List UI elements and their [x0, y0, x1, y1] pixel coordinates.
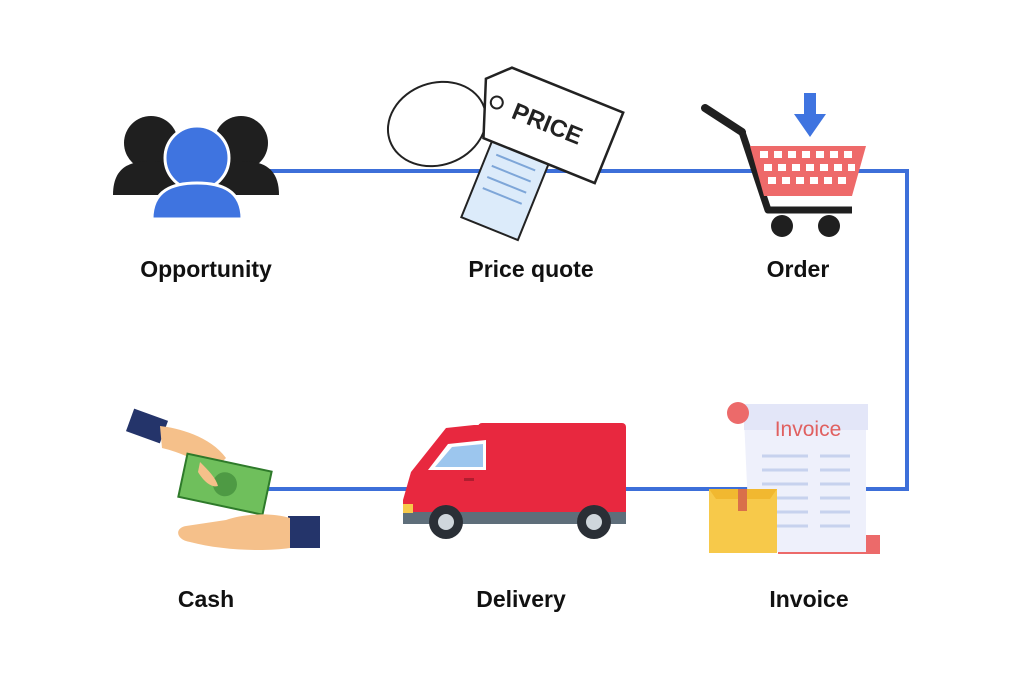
step-label-cash: Cash [177, 586, 235, 612]
step-label-order: Order [766, 256, 830, 282]
invoice-document-title: Invoice [775, 418, 842, 441]
cash-hand-icon [125, 408, 320, 550]
step-label-invoice: Invoice [769, 586, 849, 612]
people-icon [113, 116, 279, 221]
step-label-delivery: Delivery [476, 586, 566, 612]
delivery-van-icon [403, 423, 626, 539]
shopping-cart-icon [701, 93, 866, 237]
invoice-icon: Invoice [709, 402, 880, 554]
step-label-price-quote: Price quote [468, 256, 594, 282]
step-label-opportunity: Opportunity [140, 256, 272, 282]
price-tag-icon: PRICE [386, 66, 625, 242]
